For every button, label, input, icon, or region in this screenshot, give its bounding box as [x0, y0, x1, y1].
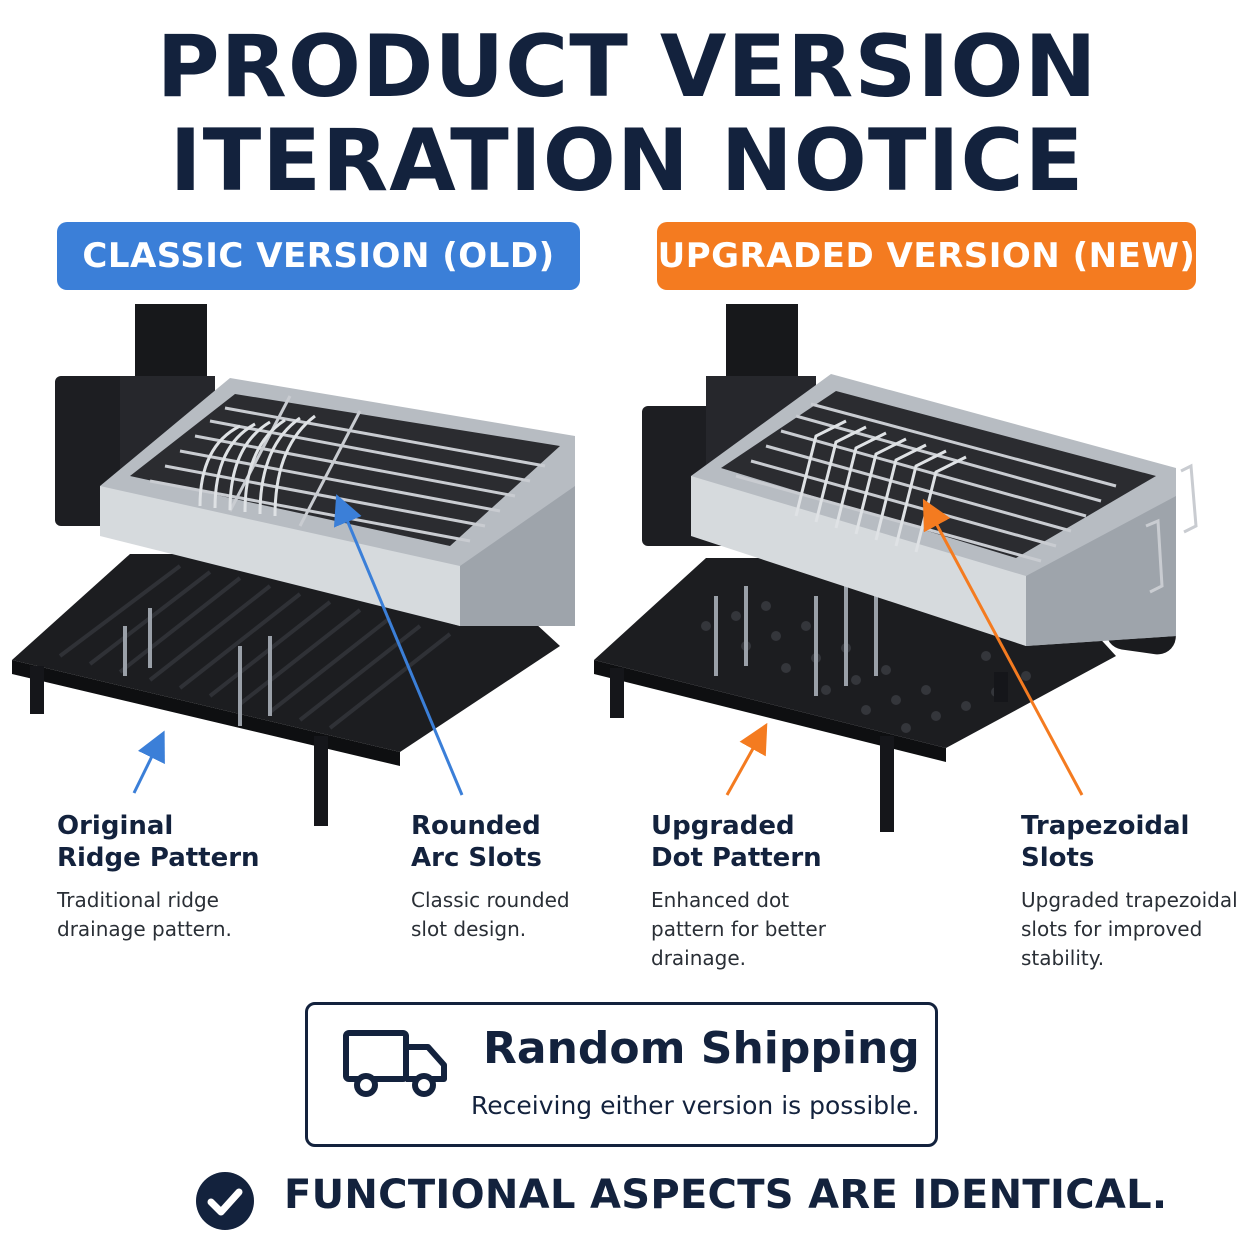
feature-arc-desc-2: slot design.: [411, 917, 527, 941]
shipping-title: Random Shipping: [483, 1023, 920, 1074]
feature-ridge-desc-1: Traditional ridge: [57, 888, 219, 912]
feature-ridge-title-1: Original: [57, 811, 174, 841]
feature-trapezoid-desc-1: Upgraded trapezoidal: [1021, 888, 1238, 912]
feature-ridge-title-2: Ridge Pattern: [57, 843, 260, 873]
arrow-arc-slots: [333, 494, 464, 796]
feature-trapezoid-desc-3: stability.: [1021, 946, 1105, 970]
page-title-line-2: ITERATION NOTICE: [169, 111, 1085, 211]
classic-dish-rack-image: [12, 304, 575, 826]
random-shipping-box: Random Shipping Receiving either version…: [305, 1002, 938, 1147]
page-title-line-1: PRODUCT VERSION: [156, 17, 1098, 117]
feature-trapezoid-title-2: Slots: [1021, 843, 1095, 873]
feature-arc-desc-1: Classic rounded: [411, 888, 570, 912]
classic-version-badge: CLASSIC VERSION (OLD): [57, 222, 580, 290]
arrow-dot-pattern: [725, 722, 768, 796]
feature-trapezoid-title-1: Trapezoidal: [1021, 811, 1190, 841]
feature-trapezoid-desc-2: slots for improved: [1021, 917, 1203, 941]
arrow-trapezoidal-slots: [922, 498, 1084, 796]
feature-dot-desc-3: drainage.: [651, 946, 747, 970]
footer-statement: FUNCTIONAL ASPECTS ARE IDENTICAL.: [284, 1172, 1168, 1218]
feature-dot-title-2: Dot Pattern: [651, 843, 822, 873]
feature-dot-desc-2: pattern for better: [651, 917, 826, 941]
arrow-ridge-pattern: [132, 730, 165, 794]
feature-ridge-desc-2: drainage pattern.: [57, 917, 232, 941]
feature-arc-title-2: Arc Slots: [411, 843, 542, 873]
feature-dot-title-1: Upgraded: [651, 811, 795, 841]
feature-arc-title-1: Rounded: [411, 811, 541, 841]
upgraded-version-badge: UPGRADED VERSION (NEW): [657, 222, 1196, 290]
feature-dot-desc-1: Enhanced dot: [651, 888, 790, 912]
check-circle-icon: [196, 1172, 254, 1230]
truck-icon: [343, 1030, 447, 1097]
shipping-subtitle: Receiving either version is possible.: [471, 1091, 920, 1120]
